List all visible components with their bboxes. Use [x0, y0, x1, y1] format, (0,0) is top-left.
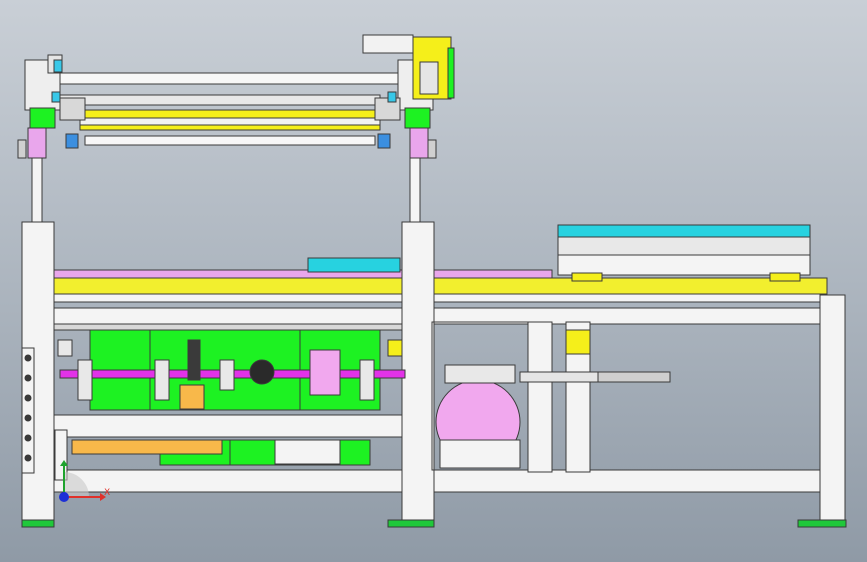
right-foot — [797, 519, 847, 528]
center-column — [401, 221, 435, 523]
motor-assembly — [435, 364, 671, 469]
coordinate-triad: X — [59, 460, 110, 502]
main-frame — [21, 221, 847, 528]
right-column — [819, 294, 846, 523]
triad-x-label: X — [104, 488, 110, 498]
small-cyan-block — [307, 257, 401, 273]
middle-beam — [51, 414, 403, 438]
work-table — [307, 224, 811, 355]
left-foot — [21, 519, 55, 528]
table-cyan-top — [557, 224, 811, 238]
gear — [249, 359, 275, 385]
top-yellow-plate — [51, 277, 828, 295]
drive-mechanism — [57, 329, 406, 466]
lower-cylinder — [71, 439, 223, 455]
center-foot — [387, 519, 435, 528]
right-upper-post — [409, 157, 421, 223]
gantry-yellow-rail — [79, 109, 381, 119]
cable-chain — [21, 347, 68, 481]
top-round-bar — [44, 72, 406, 85]
left-upper-post — [31, 157, 43, 223]
top-pink-plate — [51, 269, 553, 279]
inner-column-1 — [527, 321, 553, 473]
upper-gantry — [17, 34, 455, 223]
triad-z-axis — [59, 492, 69, 502]
top-motor-body — [362, 34, 414, 54]
right-lower-beam — [431, 469, 823, 493]
